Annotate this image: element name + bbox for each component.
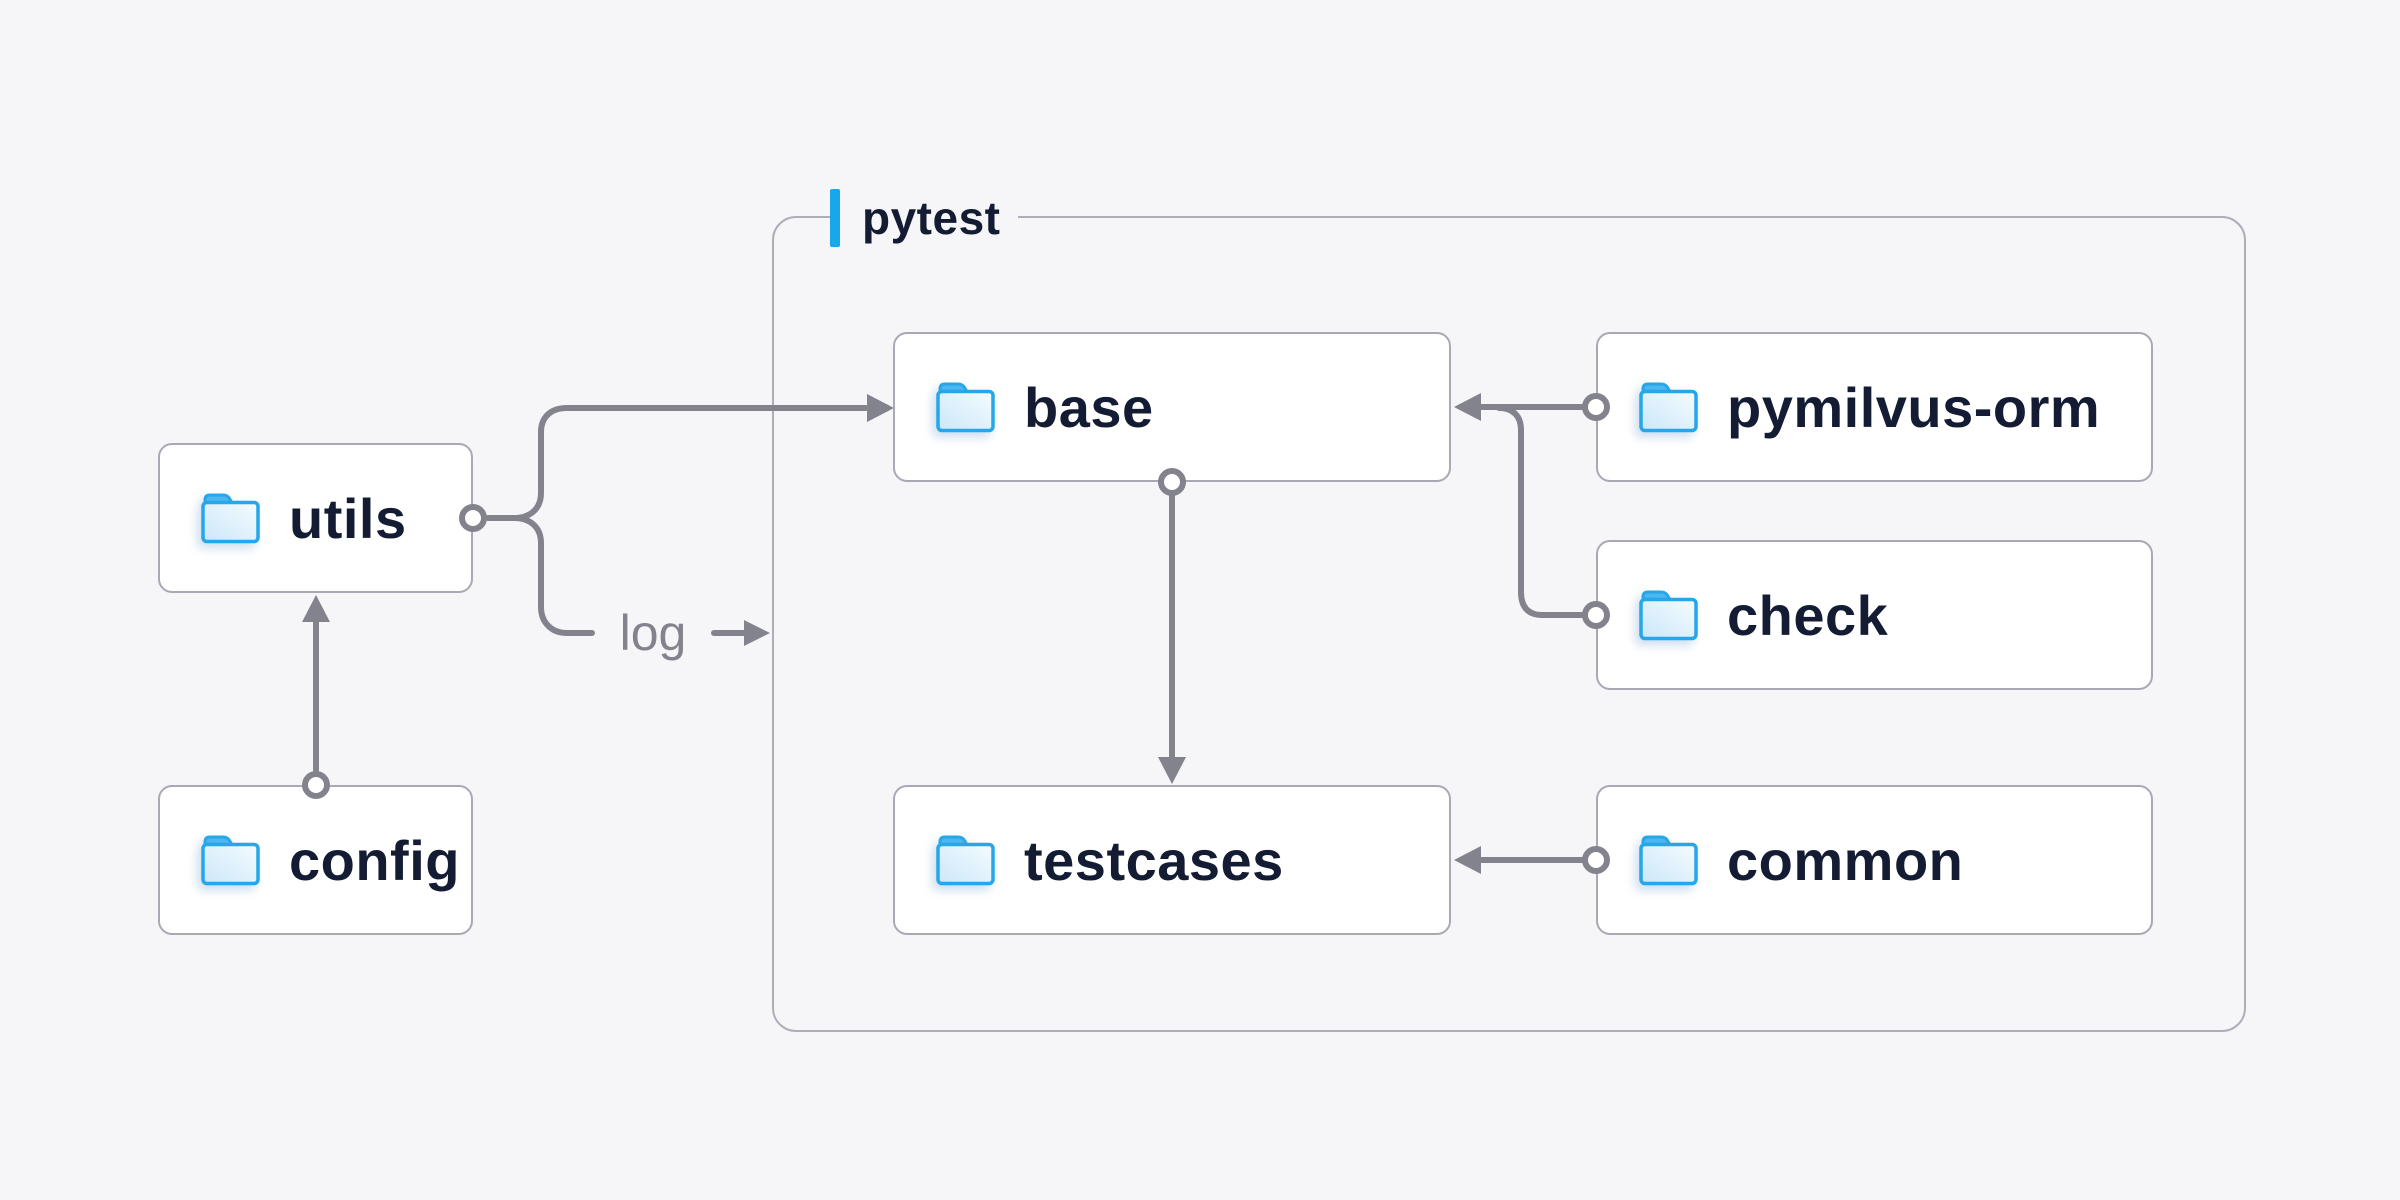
port-utils-right[interactable]	[459, 504, 487, 532]
port-check-left[interactable]	[1582, 601, 1610, 629]
folder-icon	[1636, 379, 1700, 435]
node-label: pymilvus-orm	[1727, 375, 2101, 439]
node-label: testcases	[1024, 828, 1284, 892]
port-config-top[interactable]	[302, 771, 330, 799]
edge-utils-to-base	[485, 405, 869, 521]
node-label: config	[289, 828, 460, 892]
port-common-left[interactable]	[1582, 846, 1610, 874]
folder-icon	[1636, 587, 1700, 643]
node-common[interactable]: common	[1596, 785, 2153, 935]
arrowhead-log	[744, 620, 770, 646]
node-pymilvus-orm[interactable]: pymilvus-orm	[1596, 332, 2153, 482]
node-config[interactable]: config	[158, 785, 473, 935]
node-label: check	[1727, 583, 1889, 647]
pytest-accent-bar	[830, 189, 840, 247]
port-base-bottom[interactable]	[1158, 468, 1186, 496]
arrowhead-into-testcases-right	[1454, 846, 1481, 874]
arrowhead-into-testcases-top	[1158, 757, 1186, 784]
folder-icon	[1636, 832, 1700, 888]
edge-utils-to-log	[511, 515, 595, 636]
pytest-label-text: pytest	[840, 189, 1019, 247]
pytest-container[interactable]: pytest	[772, 189, 2246, 1032]
folder-icon	[198, 832, 262, 888]
folder-icon	[198, 490, 262, 546]
edge-check-to-base	[1496, 405, 1585, 618]
folder-icon	[933, 832, 997, 888]
arrowhead-into-utils-bottom	[302, 595, 330, 622]
folder-icon	[933, 379, 997, 435]
node-label: utils	[289, 486, 407, 550]
node-label: common	[1727, 828, 1964, 892]
node-check[interactable]: check	[1596, 540, 2153, 690]
pytest-label: pytest	[830, 189, 1019, 247]
node-utils[interactable]: utils	[158, 443, 473, 593]
port-pymilvus-left[interactable]	[1582, 393, 1610, 421]
arrowhead-into-base-left	[867, 394, 894, 422]
node-testcases[interactable]: testcases	[893, 785, 1451, 935]
edge-label-log: log	[619, 605, 687, 661]
node-base[interactable]: base	[893, 332, 1451, 482]
node-label: base	[1024, 375, 1154, 439]
arrowhead-into-base-right	[1454, 393, 1481, 421]
